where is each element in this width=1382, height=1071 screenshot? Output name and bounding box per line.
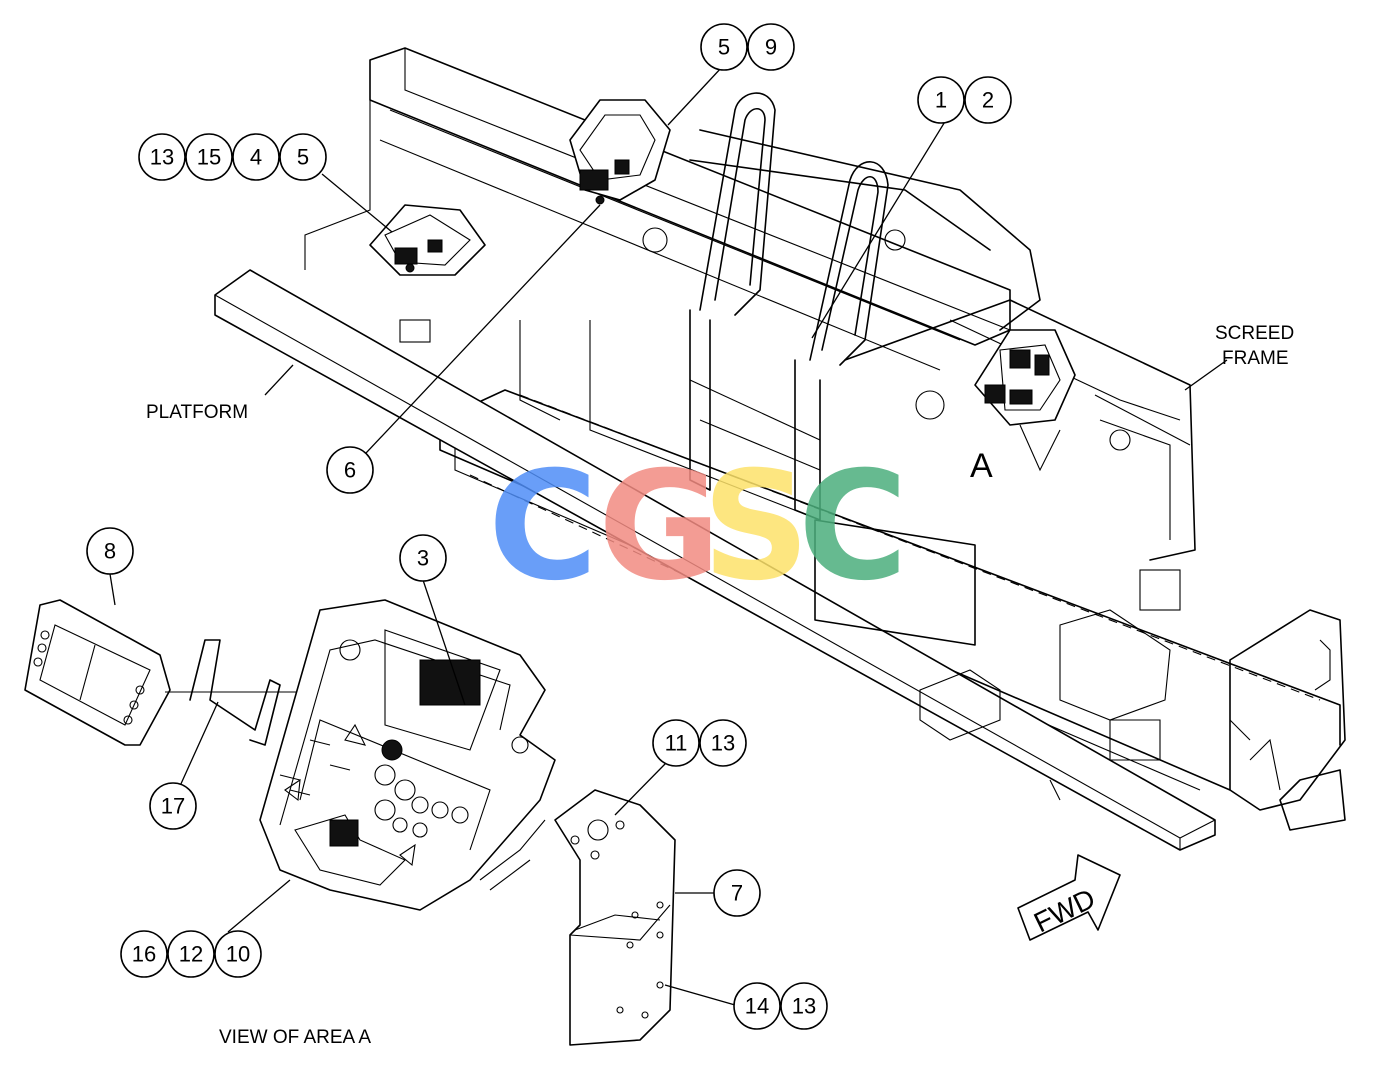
- detail-view-area-a: [24, 599, 676, 1046]
- svg-text:15: 15: [197, 145, 221, 170]
- watermark-letter-s: S: [702, 440, 810, 614]
- callout-3: 3: [399, 534, 447, 582]
- callout-12: 12: [167, 930, 215, 978]
- svg-text:2: 2: [982, 88, 994, 113]
- callout-9: 9: [747, 23, 795, 71]
- control-module-top: [569, 99, 671, 205]
- callout-13-b: 13: [699, 719, 747, 767]
- area-a-label: A: [970, 447, 993, 485]
- control-module-area-a: [974, 329, 1076, 472]
- callout-13-c: 13: [780, 982, 828, 1030]
- platform-label: PLATFORM: [146, 402, 248, 423]
- watermark-letter-c1: C: [488, 440, 598, 614]
- callout-13-a: 13: [138, 133, 186, 181]
- svg-text:5: 5: [297, 145, 309, 170]
- watermark-letter-c2: C: [798, 440, 908, 614]
- callout-10: 10: [214, 930, 262, 978]
- callout-8: 8: [86, 527, 134, 575]
- callout-7: 7: [713, 869, 761, 917]
- callout-16: 16: [120, 930, 168, 978]
- svg-text:14: 14: [745, 994, 769, 1019]
- svg-text:10: 10: [226, 942, 250, 967]
- control-module-left: [369, 204, 486, 276]
- callout-5-b: 5: [700, 23, 748, 71]
- callout-6: 6: [326, 446, 374, 494]
- svg-text:4: 4: [250, 145, 262, 170]
- callout-2: 2: [964, 76, 1012, 124]
- callout-1: 1: [917, 76, 965, 124]
- svg-text:6: 6: [344, 458, 356, 483]
- machine-frame: [214, 47, 1346, 851]
- svg-text:13: 13: [792, 994, 816, 1019]
- svg-text:9: 9: [765, 35, 777, 60]
- svg-text:3: 3: [417, 546, 429, 571]
- svg-text:17: 17: [161, 794, 185, 819]
- callout-17: 17: [149, 782, 197, 830]
- svg-text:5: 5: [718, 35, 730, 60]
- view-caption: VIEW OF AREA A: [219, 1027, 371, 1048]
- svg-text:12: 12: [179, 942, 203, 967]
- svg-text:13: 13: [150, 145, 174, 170]
- svg-text:7: 7: [731, 881, 743, 906]
- callout-15: 15: [185, 133, 233, 181]
- leader-lines: [109, 66, 1228, 1006]
- watermark-letter-g: G: [598, 440, 721, 614]
- screed-frame-label-line2: FRAME: [1222, 348, 1289, 369]
- callout-11: 11: [652, 719, 700, 767]
- callout-4: 4: [232, 133, 280, 181]
- screed-frame-label-line1: SCREED: [1215, 323, 1294, 344]
- forward-arrow: FWD: [1017, 854, 1121, 941]
- callout-14: 14: [733, 982, 781, 1030]
- svg-text:1: 1: [935, 88, 947, 113]
- cgsc-watermark: C G S C: [488, 440, 908, 614]
- svg-text:8: 8: [104, 539, 116, 564]
- svg-text:13: 13: [711, 731, 735, 756]
- callout-5-a: 5: [279, 133, 327, 181]
- svg-text:16: 16: [132, 942, 156, 967]
- svg-text:11: 11: [665, 731, 688, 756]
